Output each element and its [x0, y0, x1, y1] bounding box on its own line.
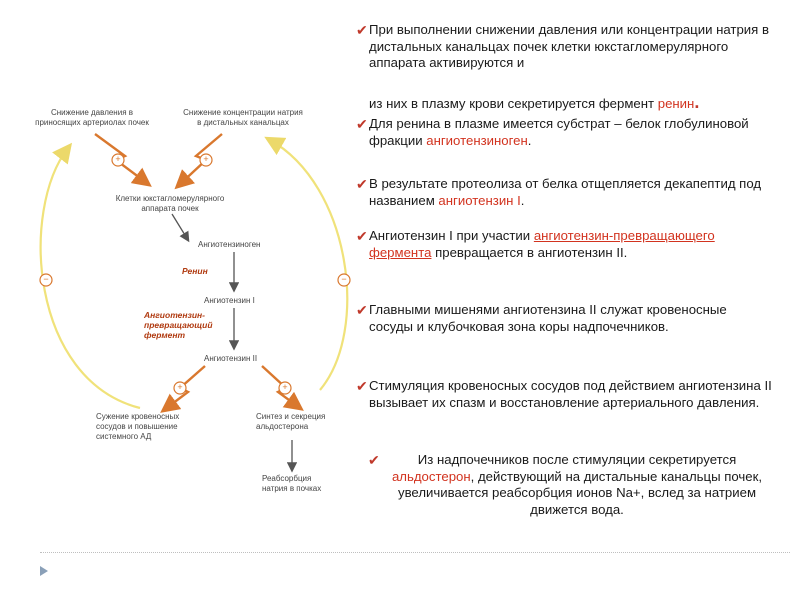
label-angiotensinogen: Ангиотензиноген — [198, 240, 261, 249]
label-line: системного АД — [96, 432, 152, 441]
paragraph-6-text: Стимуляция кровеносных сосудов под дейст… — [369, 378, 772, 410]
label-vasoconstriction: Сужение кровеносных сосудов и повышение … — [96, 412, 179, 442]
paragraph-2-text: Для ренина в плазме имеется субстрат – б… — [356, 116, 776, 149]
footer-divider — [40, 552, 790, 553]
label-line: аппарата почек — [141, 204, 199, 213]
label-line: фермент — [144, 330, 186, 340]
label-line: Сужение кровеносных — [96, 412, 180, 421]
plus-circle-3 — [173, 381, 187, 395]
text-run: из них в плазму крови секретируется ферм… — [369, 96, 658, 111]
plus-sign-4: + — [282, 382, 288, 392]
plus-circle-2 — [199, 153, 213, 167]
check-icon: ✔ — [356, 176, 368, 192]
minus-circle-right — [337, 273, 351, 287]
plus-sign-1: + — [115, 154, 121, 164]
label-angiotensin-2: Ангиотензин II — [204, 354, 258, 363]
check-icon: ✔ — [356, 116, 368, 132]
label-line: Снижение концентрации натрия — [183, 108, 303, 117]
label-pressure-drop: Снижение давления в приносящих артериола… — [12, 108, 172, 128]
paragraph-4: ✔ Ангиотензин I при участии ангиотензин-… — [356, 228, 756, 261]
text-run: . — [694, 92, 700, 112]
check-icon: ✔ — [356, 302, 368, 318]
plus-sign-3: + — [177, 382, 183, 392]
label-line: приносящих артериолах почек — [35, 118, 149, 127]
minus-sign-right: − — [341, 274, 347, 284]
paragraph-5: ✔ Главными мишенями ангиотензина II служ… — [356, 302, 756, 335]
label-aldosterone: Синтез и секреция альдостерона — [256, 412, 325, 432]
diagram-graphics — [39, 133, 351, 473]
label-line: альдостерона — [256, 422, 309, 431]
minus-sign-left: − — [43, 274, 49, 284]
plus-circle-4 — [278, 381, 292, 395]
highlight-angiotensin-1: ангиотензин I — [438, 192, 521, 208]
feedback-arc-right — [264, 136, 349, 391]
paragraph-5-text: Главными мишенями ангиотензина II служат… — [369, 302, 727, 334]
label-line: натрия в почках — [262, 484, 322, 493]
label-reabsorption: Реабсорбция натрия в почках — [262, 474, 321, 494]
paragraph-1-text: При выполнении снижении давления или кон… — [369, 22, 769, 70]
paragraph-3-text: В результате протеолиза от белка отщепля… — [356, 176, 766, 209]
text-run: , действующий на дистальные канальцы поч… — [397, 468, 763, 517]
text-run: В результате протеолиза от белка отщепля… — [369, 176, 762, 208]
text-run: . — [527, 132, 532, 148]
label-jg-cells: Клетки юкстагломерулярного аппарата поче… — [80, 194, 260, 214]
highlight-angiotensinogen: ангиотензиноген — [426, 132, 528, 148]
paragraph-7: ✔ Из надпочечников после стимуляции секр… — [368, 452, 773, 518]
label-line: в дистальных канальцах — [197, 118, 289, 127]
text-run: . — [520, 192, 525, 208]
label-ace: Ангиотензин- превращающий фермент — [144, 310, 213, 340]
plus-sign-2: + — [203, 154, 209, 164]
label-sodium-drop: Снижение концентрации натрия в дистальны… — [168, 108, 318, 128]
paragraph-1: ✔ При выполнении снижении давления или к… — [356, 22, 776, 72]
label-line: превращающий — [144, 320, 213, 330]
text-run: Ангиотензин I при участии — [369, 228, 534, 243]
text-run: Для ренина в плазме имеется субстрат – б… — [369, 116, 749, 148]
label-line: сосудов и повышение — [96, 422, 178, 431]
plus-circle-1 — [111, 153, 125, 167]
label-line: Клетки юкстагломерулярного — [115, 194, 225, 203]
label-line: Ангиотензин- — [144, 310, 205, 320]
text-run: Из надпочечников после стимуляции секрет… — [417, 452, 737, 467]
text-run: превращается в ангиотензин II. — [431, 244, 628, 260]
raas-diagram: + + + + − − Снижение давления в приносящ… — [0, 90, 360, 530]
label-renin: Ренин — [182, 266, 208, 276]
check-icon: ✔ — [368, 452, 380, 468]
label-line: Реабсорбция — [262, 474, 312, 483]
paragraph-6: ✔ Стимуляция кровеносных сосудов под дей… — [356, 378, 776, 411]
minus-circle-left — [39, 273, 53, 287]
paragraph-3: ✔ В результате протеолиза от белка отщеп… — [356, 176, 766, 209]
label-line: Синтез и секреция — [256, 412, 326, 421]
check-icon: ✔ — [356, 22, 368, 38]
highlight-aldosterone: альдостерон — [391, 468, 471, 484]
check-icon: ✔ — [356, 378, 368, 394]
label-angiotensin-1: Ангиотензин I — [204, 296, 255, 305]
highlight-renin: ренин — [657, 96, 695, 111]
arrow-cells-to-agt — [171, 213, 190, 243]
feedback-arc-left — [39, 142, 141, 410]
paragraph-1b-text: из них в плазму крови секретируется ферм… — [356, 92, 776, 113]
paragraph-2: ✔ Для ренина в плазме имеется субстрат –… — [356, 116, 776, 149]
highlight-ace: ангиотензин-превращающего фермента — [369, 228, 715, 260]
paragraph-7-text: Из надпочечников после стимуляции секрет… — [368, 452, 773, 518]
paragraph-4-text: Ангиотензин I при участии ангиотензин-пр… — [356, 228, 756, 261]
check-icon: ✔ — [356, 228, 368, 244]
paragraph-1b: из них в плазму крови секретируется ферм… — [356, 92, 776, 113]
label-line: Снижение давления в — [50, 108, 133, 117]
next-slide-arrow-icon[interactable] — [40, 566, 48, 576]
